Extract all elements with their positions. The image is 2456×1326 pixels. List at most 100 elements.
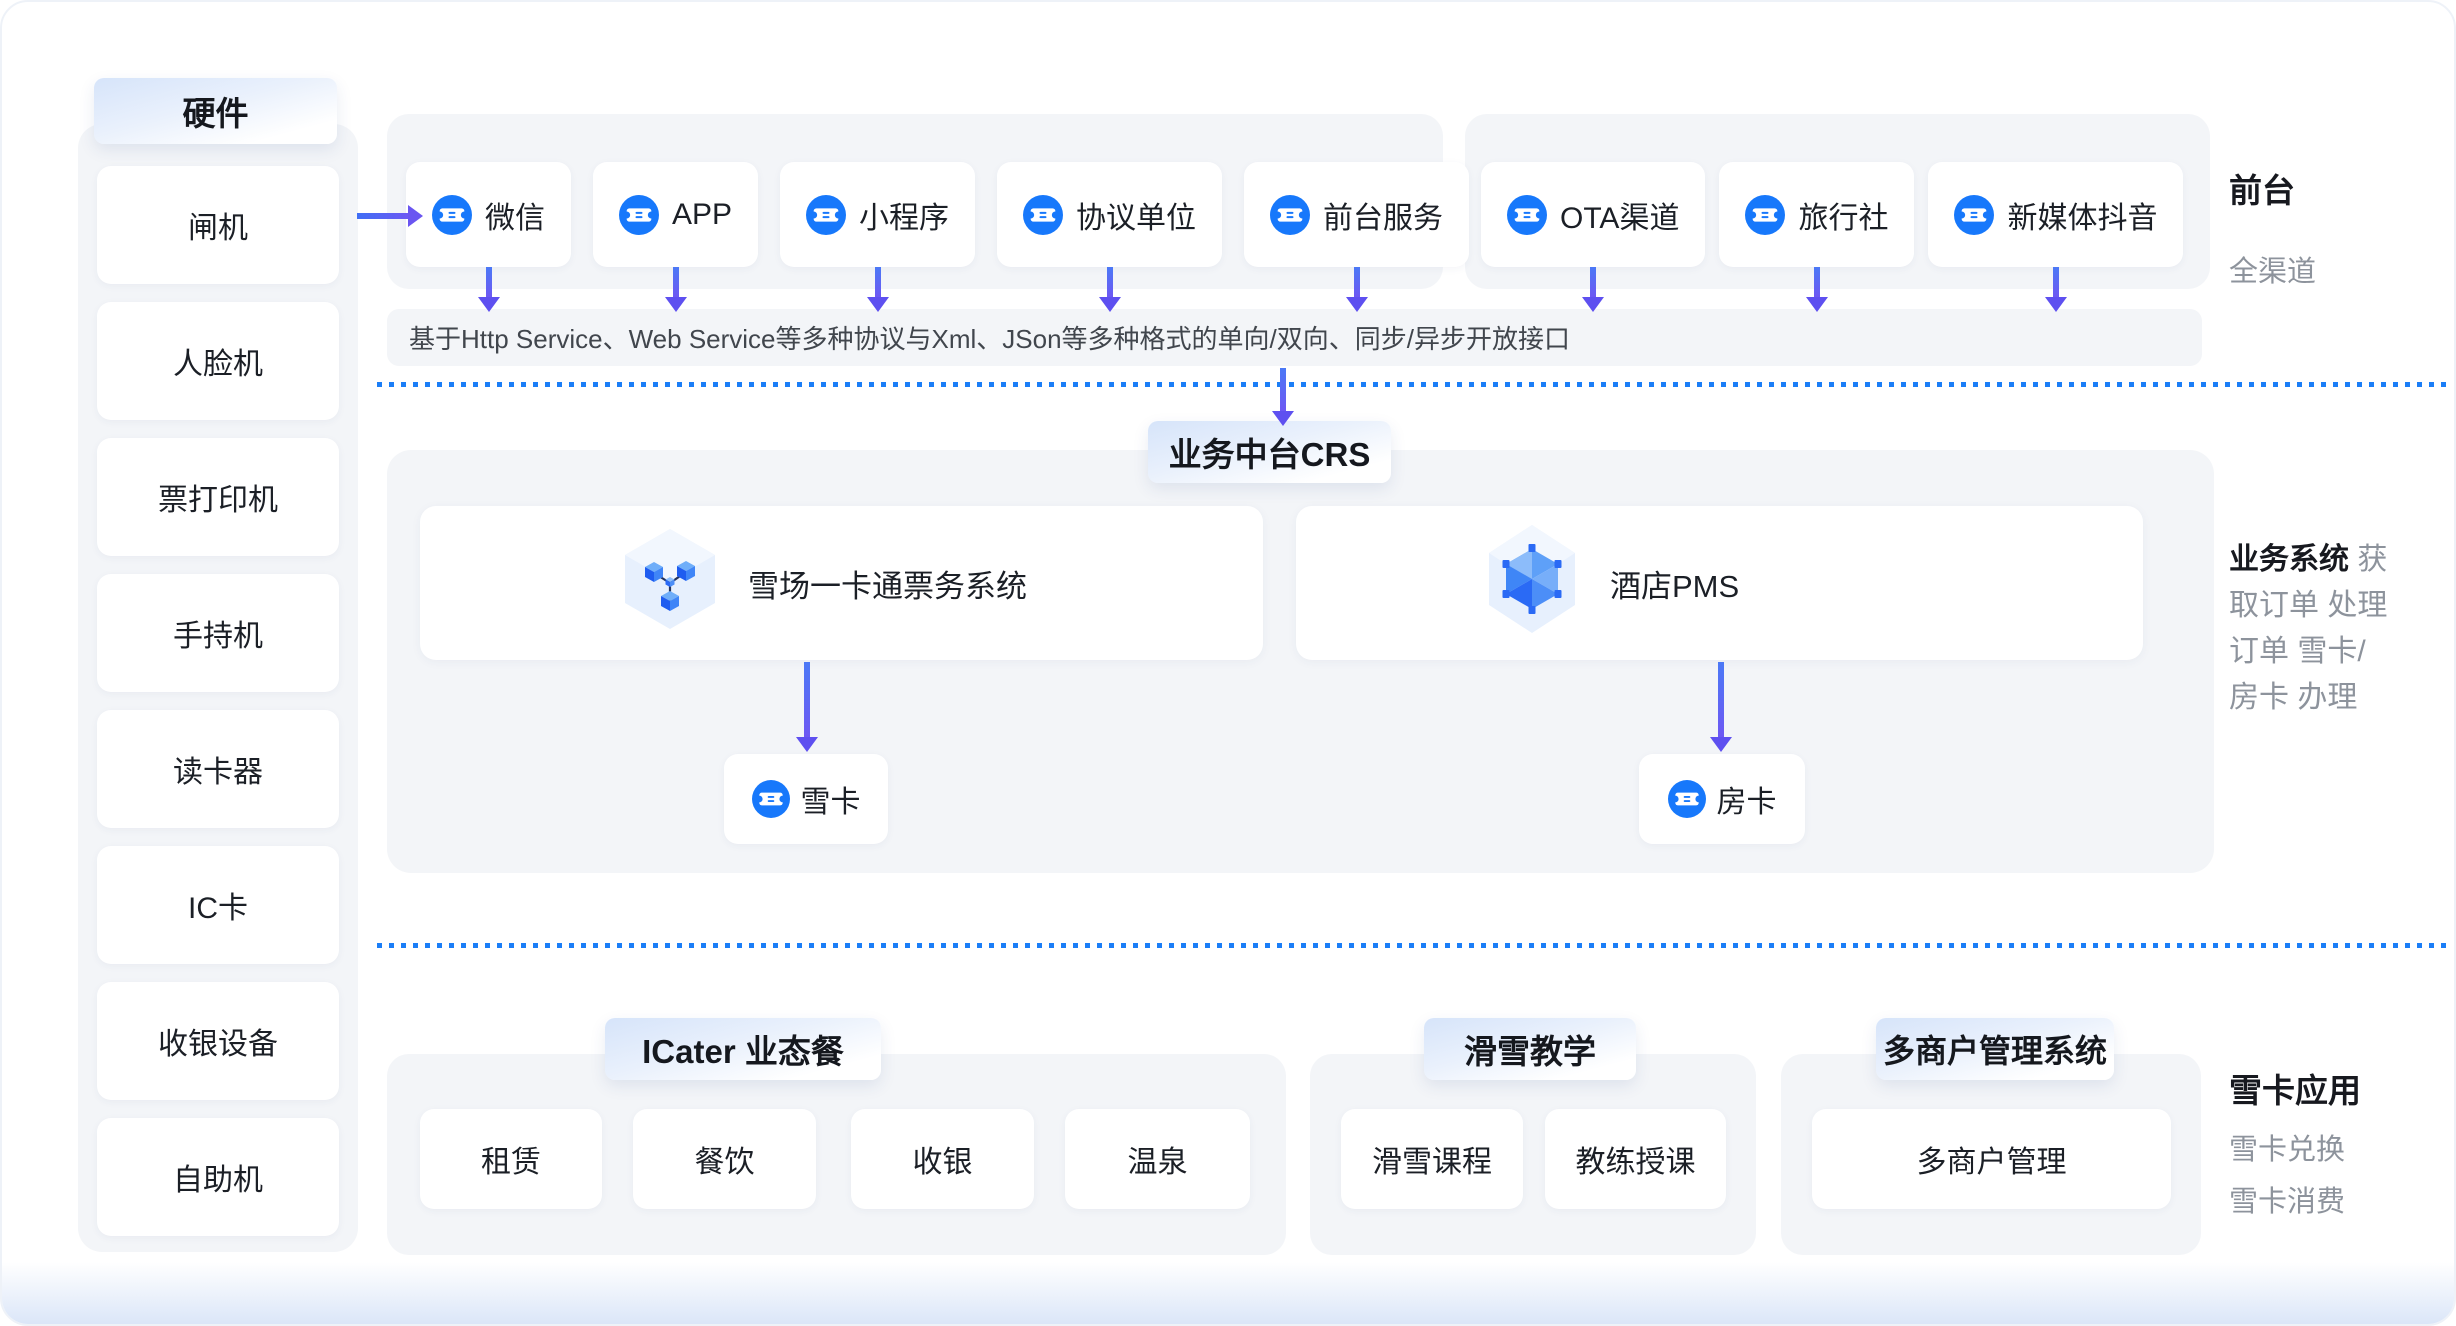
frontend-side-subtitle: 全渠道 (2229, 256, 2317, 288)
api-protocol-text: 基于Http Service、Web Service等多种协议与Xml、JSon… (409, 324, 1570, 354)
icater-item-label: 收银 (912, 1146, 973, 1179)
frontend-side-title: 前台 (2229, 172, 2295, 209)
merchant-title-badge: 多商户管理系统 (1876, 1018, 2114, 1080)
hardware-item-kiosk: 自助机 (97, 1118, 339, 1236)
business-system-note-desc: 获取订单 处理订单 雪卡/房卡 办理 (2229, 543, 2388, 714)
channel-label: 微信 (485, 201, 545, 235)
hardware-item-reader: 读卡器 (97, 710, 339, 828)
hardware-item-handheld: 手持机 (97, 574, 339, 692)
ticket-icon (619, 194, 659, 235)
merchant-title: 多商户管理系统 (1882, 1033, 2107, 1069)
hardware-item-label: 票打印机 (158, 484, 278, 517)
hardware-item-face: 人脸机 (97, 302, 339, 420)
icater-item-cashier: 收银 (851, 1109, 1034, 1209)
channel-card-wechat: 微信 (406, 162, 571, 312)
channel-label: 协议单位 (1076, 201, 1197, 235)
arrow-ticketing-to-snowcard (795, 662, 819, 752)
hardware-title: 硬件 (182, 95, 249, 132)
ticket-icon (1667, 780, 1706, 818)
ticket-icon (1270, 194, 1311, 235)
ticket-icon (1023, 194, 1064, 235)
hardware-item-label: IC卡 (188, 892, 248, 925)
hardware-item-cashier: 收银设备 (97, 982, 339, 1100)
arrow-down (664, 267, 688, 312)
ticket-icon (751, 780, 790, 818)
dotted-separator-top (377, 382, 2449, 387)
arrow-hardware-to-channels (357, 204, 423, 228)
icater-title-badge: ICater 业态餐 (605, 1018, 881, 1080)
arrow-pms-to-roomcard (1709, 662, 1733, 752)
arrow-down (1805, 267, 1829, 312)
ticket-icon (1954, 194, 1995, 235)
arrow-down (866, 267, 890, 312)
icater-item-dining: 餐饮 (633, 1109, 816, 1209)
channel-card-miniprogram: 小程序 (780, 162, 976, 312)
room-card-label: 房卡 (1716, 786, 1777, 819)
ski-item-label: 滑雪课程 (1372, 1146, 1492, 1179)
hardware-item-printer: 票打印机 (97, 438, 339, 556)
hardware-item-zhaji: 闸机 (97, 166, 339, 284)
ski-item-label: 教练授课 (1575, 1146, 1696, 1179)
channel-card-app: APP (593, 162, 759, 312)
ski-item-coach: 教练授课 (1545, 1109, 1726, 1209)
ski-teaching-title-badge: 滑雪教学 (1424, 1018, 1636, 1080)
ski-teaching-title: 滑雪教学 (1464, 1033, 1596, 1070)
arrow-down (1581, 267, 1605, 312)
crs-title: 业务中台CRS (1168, 436, 1371, 473)
arrow-down (2044, 267, 2068, 312)
ticket-icon (1745, 194, 1786, 235)
hardware-item-label: 手持机 (173, 620, 263, 653)
system-card-hotel-pms: 酒店PMS (1296, 506, 2143, 660)
merchant-item-management: 多商户管理 (1812, 1109, 2171, 1209)
channel-card-partner: 协议单位 (997, 162, 1223, 312)
icater-title: ICater 业态餐 (642, 1033, 844, 1070)
channel-label: 新媒体抖音 (2007, 201, 2158, 235)
channels-row-secondary: OTA渠道 旅行社 新媒体抖音 (1481, 162, 2184, 312)
arrow-down (477, 267, 501, 312)
snowcard-app-title: 雪卡应用 (2229, 1072, 2361, 1109)
snow-card: 雪卡 (724, 754, 888, 844)
channel-card-frontdesk: 前台服务 (1244, 162, 1470, 312)
channels-row-primary: 微信 APP 小程序 协议单位 前台服务 (406, 162, 1470, 312)
icater-item-hotspring: 温泉 (1065, 1109, 1250, 1209)
channel-label: 旅行社 (1798, 201, 1889, 235)
snow-card-label: 雪卡 (800, 786, 861, 819)
hardware-item-label: 人脸机 (173, 348, 263, 381)
channel-label: 前台服务 (1323, 201, 1444, 235)
gem-icon (1482, 523, 1582, 643)
channel-card-travel-agency: 旅行社 (1719, 162, 1915, 312)
bottom-gradient (2, 1262, 2454, 1324)
hardware-item-ic: IC卡 (97, 846, 339, 964)
business-system-note-title: 业务系统 (2229, 543, 2349, 576)
system-card-ticketing: 雪场一卡通票务系统 (420, 506, 1263, 660)
dotted-separator-bottom (377, 943, 2449, 948)
icater-item-label: 租赁 (481, 1146, 541, 1179)
channel-card-newmedia: 新媒体抖音 (1928, 162, 2184, 312)
snowcard-app-line-consume: 雪卡消费 (2229, 1186, 2346, 1218)
business-system-note: 业务系统 获取订单 处理订单 雪卡/房卡 办理 (2229, 537, 2395, 721)
arrow-down (1098, 267, 1122, 312)
room-card: 房卡 (1639, 754, 1805, 844)
hardware-item-label: 收银设备 (158, 1028, 278, 1061)
channel-label: OTA渠道 (1560, 201, 1680, 235)
hardware-title-badge: 硬件 (94, 78, 337, 144)
crs-title-badge: 业务中台CRS (1148, 421, 1391, 483)
arrow-down (1345, 267, 1369, 312)
channel-label: APP (672, 197, 733, 231)
system-label: 雪场一卡通票务系统 (748, 568, 1027, 604)
hardware-item-label: 闸机 (188, 212, 248, 245)
system-label: 酒店PMS (1610, 568, 1740, 604)
merchant-item-label: 多商户管理 (1916, 1146, 2067, 1179)
arrow-api-to-crs (1271, 368, 1295, 426)
channel-label: 小程序 (859, 201, 950, 235)
ticket-icon (1507, 194, 1547, 235)
hardware-item-label: 读卡器 (173, 756, 263, 789)
api-protocol-bar: 基于Http Service、Web Service等多种协议与Xml、JSon… (387, 309, 2202, 366)
ticket-icon (806, 194, 847, 235)
icater-item-label: 餐饮 (694, 1146, 755, 1179)
icater-item-label: 温泉 (1127, 1146, 1188, 1179)
icater-item-rental: 租赁 (420, 1109, 602, 1209)
hardware-item-label: 自助机 (173, 1164, 263, 1197)
snowcard-app-line-exchange: 雪卡兑换 (2229, 1134, 2346, 1166)
